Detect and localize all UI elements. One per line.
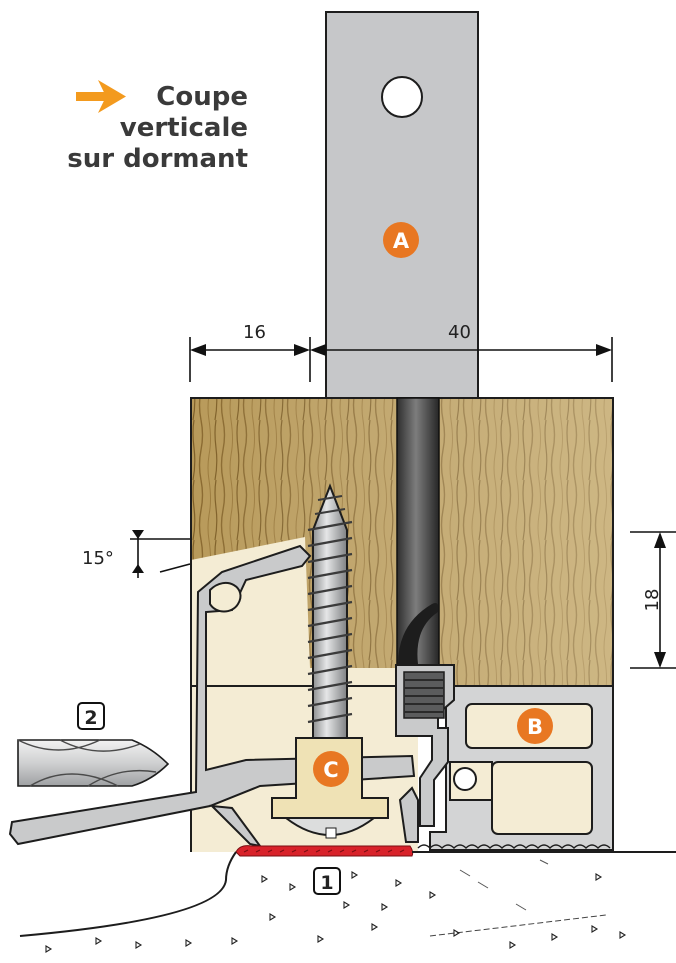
angle-indicator (130, 530, 191, 578)
svg-text:1: 1 (320, 872, 333, 894)
svg-text:A: A (393, 229, 410, 253)
sealant-line (235, 845, 414, 857)
svg-text:2: 2 (84, 707, 97, 729)
dimension-height-label: 18 (642, 589, 663, 612)
dimension-right-height (630, 531, 676, 669)
badge-c: C (313, 751, 349, 787)
title-line-1: Coupe (156, 82, 248, 112)
screw (307, 483, 353, 741)
svg-text:B: B (527, 715, 543, 739)
dimension-right-label: 40 (448, 322, 471, 343)
masonry-floor (19, 851, 676, 953)
badge-a: A (383, 222, 419, 258)
dimension-top (189, 337, 613, 382)
title-line-3: sur dormant (67, 144, 248, 174)
callout-2: 2 (77, 702, 105, 730)
drill-bit-icon (17, 739, 170, 787)
dimension-left-label: 16 (243, 322, 266, 343)
title-line-2: verticale (119, 113, 248, 143)
diagram-title: Coupe verticale sur dormant (67, 82, 248, 175)
seal-clip (395, 603, 455, 827)
svg-text:C: C (323, 758, 338, 782)
title-arrow-icon (76, 80, 126, 113)
angle-label: 15° (82, 548, 114, 569)
callout-1: 1 (313, 867, 341, 895)
profile-b (417, 685, 614, 851)
badge-b: B (517, 708, 553, 744)
steel-plate-a (325, 11, 479, 399)
